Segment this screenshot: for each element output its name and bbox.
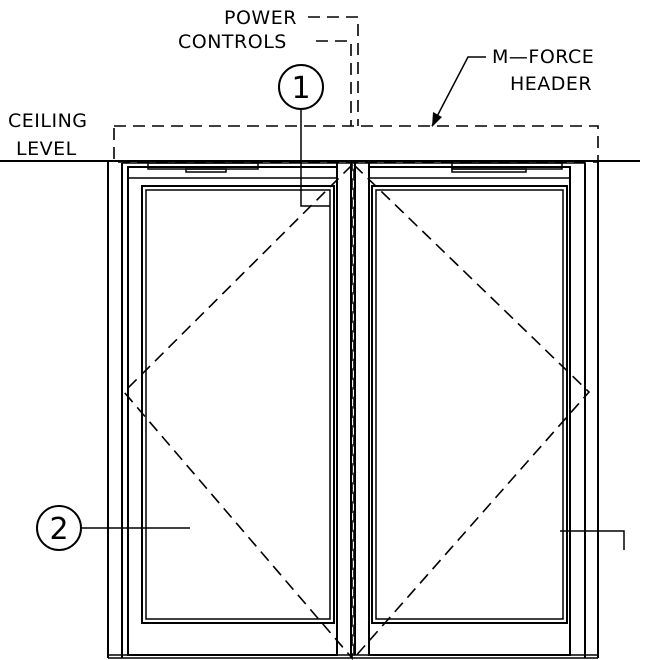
ceiling-label-line2: LEVEL	[16, 138, 77, 160]
svg-text:2: 2	[49, 512, 68, 547]
mforce-label-line2: HEADER	[510, 73, 592, 95]
ceiling-label-line1: CEILING	[8, 110, 88, 132]
callout-1: 1	[278, 64, 330, 207]
right-swing-indicator	[353, 163, 591, 660]
mforce-leader	[431, 56, 486, 127]
operator-arm-left	[147, 162, 259, 173]
mforce-header-outline	[113, 125, 599, 163]
power-label: POWER	[224, 7, 297, 29]
svg-text:1: 1	[291, 71, 310, 106]
mforce-label-line1: M—FORCE	[492, 46, 594, 68]
door-frame	[107, 161, 599, 659]
left-swing-indicator	[122, 163, 353, 660]
power-controls-leaders	[308, 16, 359, 126]
left-door-leaf	[127, 166, 338, 656]
operator-arm-right	[451, 162, 563, 173]
right-leader	[560, 530, 625, 550]
controls-label: CONTROLS	[178, 31, 287, 53]
right-door-leaf	[368, 166, 571, 656]
meeting-stiles	[336, 163, 370, 655]
callout-2: 2	[36, 505, 190, 551]
